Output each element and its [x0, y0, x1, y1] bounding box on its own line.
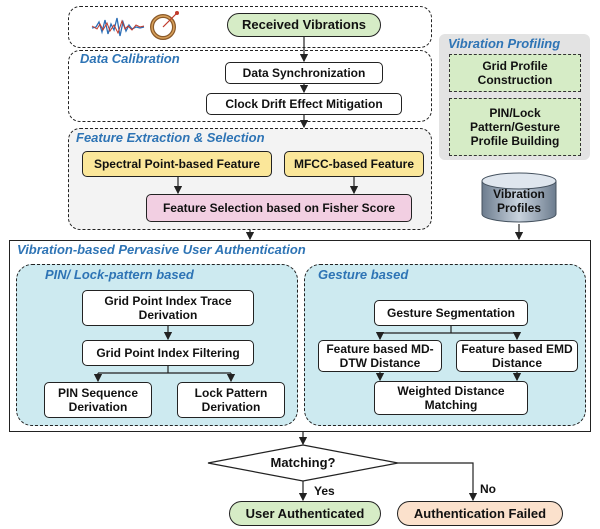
gesture-segmentation-box: Gesture Segmentation: [374, 300, 528, 326]
fisher-selection-label: Feature Selection based on Fisher Score: [162, 201, 396, 215]
pin-lock-title: PIN/ Lock-pattern based: [45, 267, 194, 282]
authentication-failed-label: Authentication Failed: [413, 505, 547, 521]
user-authenticated-pill: User Authenticated: [229, 501, 381, 526]
received-vibrations-label: Received Vibrations: [241, 17, 367, 32]
data-synchronization-box: Data Synchronization: [225, 62, 383, 84]
emd-distance-box: Feature based EMD Distance: [456, 340, 578, 372]
user-authenticated-label: User Authenticated: [245, 505, 365, 521]
emd-distance-label: Feature based EMD Distance: [461, 342, 573, 370]
received-vibrations-pill: Received Vibrations: [227, 13, 381, 37]
grid-filtering-box: Grid Point Index Filtering: [82, 340, 254, 366]
signal-input-region: [68, 6, 432, 48]
pin-lock-profile-box: PIN/Lock Pattern/Gesture Profile Buildin…: [449, 98, 581, 156]
mddtw-distance-label: Feature based MD-DTW Distance: [326, 342, 434, 370]
authentication-title: Vibration-based Pervasive User Authentic…: [17, 242, 306, 257]
fisher-selection-box: Feature Selection based on Fisher Score: [146, 194, 412, 222]
grid-profile-box: Grid Profile Construction: [449, 54, 581, 92]
mfcc-feature-box: MFCC-based Feature: [284, 151, 424, 177]
pin-sequence-label: PIN Sequence Derivation: [57, 386, 139, 414]
matching-label: Matching?: [270, 455, 336, 470]
no-label: No: [480, 482, 496, 496]
vibration-profiles-label-box: Vibration Profiles: [478, 184, 560, 218]
lock-pattern-label: Lock Pattern Derivation: [194, 386, 268, 414]
data-calibration-title: Data Calibration: [80, 51, 180, 66]
weighted-matching-box: Weighted Distance Matching: [374, 381, 528, 415]
data-calibration-region: [68, 50, 432, 122]
pin-lock-profile-label: PIN/Lock Pattern/Gesture Profile Buildin…: [469, 106, 561, 148]
gesture-title: Gesture based: [318, 267, 409, 282]
ring-signal-icon: [150, 11, 179, 40]
grid-trace-box: Grid Point Index Trace Derivation: [82, 290, 254, 326]
mddtw-distance-box: Feature based MD-DTW Distance: [318, 340, 442, 372]
grid-trace-label: Grid Point Index Trace Derivation: [104, 294, 232, 322]
data-synchronization-label: Data Synchronization: [242, 66, 366, 80]
gesture-segmentation-label: Gesture Segmentation: [386, 306, 516, 320]
yes-label: Yes: [314, 484, 335, 498]
matching-label-box: Matching?: [256, 453, 350, 473]
feature-extraction-title: Feature Extraction & Selection: [76, 130, 265, 145]
grid-filtering-label: Grid Point Index Filtering: [96, 346, 240, 360]
authentication-failed-pill: Authentication Failed: [397, 501, 563, 526]
vibration-profiling-title: Vibration Profiling: [448, 36, 561, 51]
clock-drift-box: Clock Drift Effect Mitigation: [206, 93, 402, 115]
grid-profile-label: Grid Profile Construction: [477, 59, 553, 87]
weighted-matching-label: Weighted Distance Matching: [397, 384, 505, 412]
vibration-profiles-database-icon: [481, 172, 557, 223]
pin-sequence-box: PIN Sequence Derivation: [44, 382, 152, 418]
mfcc-feature-label: MFCC-based Feature: [293, 157, 415, 171]
authentication-region: [9, 240, 591, 432]
vibration-profiles-label: Vibration Profiles: [493, 187, 545, 215]
clock-drift-label: Clock Drift Effect Mitigation: [225, 97, 383, 111]
waveform-icon: [91, 17, 145, 37]
spectral-feature-label: Spectral Point-based Feature: [93, 157, 261, 171]
spectral-feature-box: Spectral Point-based Feature: [82, 151, 272, 177]
lock-pattern-box: Lock Pattern Derivation: [177, 382, 285, 418]
